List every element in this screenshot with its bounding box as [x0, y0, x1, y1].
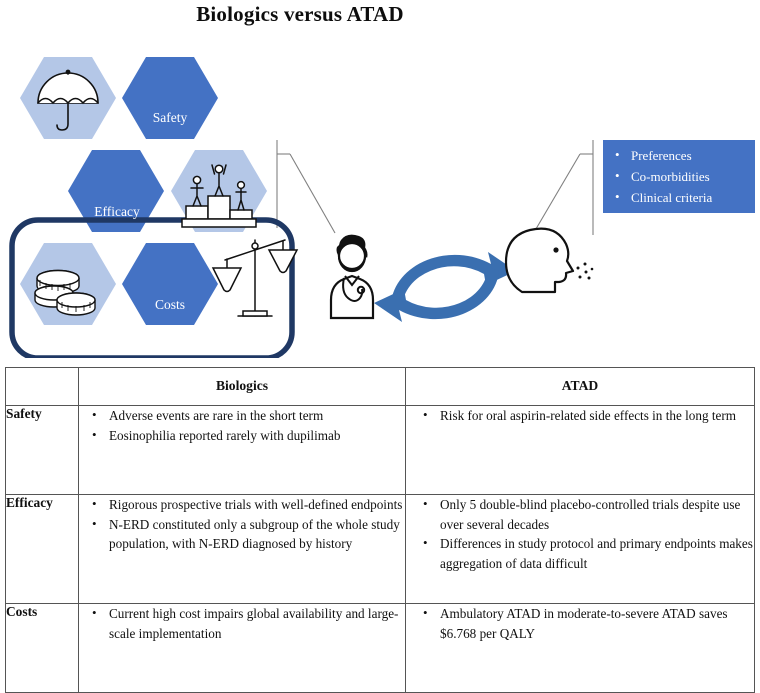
table-row: Safety Adverse events are rare in the sh… — [5, 405, 755, 495]
column-header-biologics: Biologics — [78, 367, 406, 406]
list-item: Co-morbidities — [611, 165, 751, 187]
list-item: Differences in study protocol and primar… — [423, 533, 754, 573]
cell-efficacy-biologics: Rigorous prospective trials with well-de… — [78, 494, 406, 604]
list-item: Eosinophilia reported rarely with dupili… — [92, 425, 405, 446]
row-header-efficacy: Efficacy — [5, 494, 79, 604]
list-item: Risk for oral aspirin-related side effec… — [423, 405, 754, 426]
cell-costs-biologics: Current high cost impairs global availab… — [78, 603, 406, 693]
cell-costs-atad: Ambulatory ATAD in moderate-to-severe AT… — [405, 603, 755, 693]
bullet-list: Adverse events are rare in the short ter… — [79, 405, 405, 446]
costs-highlight-box — [9, 217, 295, 358]
diagram-region: Safety Efficacy Costs — [0, 28, 760, 358]
comparison-table: Biologics ATAD Safety Adverse events are… — [5, 367, 755, 693]
list-item: N-ERD constituted only a subgroup of the… — [92, 514, 405, 554]
bullet-list: Rigorous prospective trials with well-de… — [79, 494, 405, 554]
table-row: Efficacy Rigorous prospective trials wit… — [5, 494, 755, 604]
hexagon-safety — [122, 57, 218, 139]
cell-efficacy-atad: Only 5 double-blind placebo-controlled t… — [405, 494, 755, 604]
patient-head-sneeze-icon — [504, 227, 594, 294]
leader-lines — [276, 140, 594, 235]
page-title: Biologics versus ATAD — [196, 2, 404, 26]
list-item: Rigorous prospective trials with well-de… — [92, 494, 405, 515]
cell-safety-atad: Risk for oral aspirin-related side effec… — [405, 405, 755, 495]
list-item: Clinical criteria — [611, 186, 751, 208]
list-item: Current high cost impairs global availab… — [92, 603, 405, 643]
umbrella-icon — [37, 69, 99, 131]
table-row: Costs Current high cost impairs global a… — [5, 603, 755, 693]
bullet-list: Ambulatory ATAD in moderate-to-severe AT… — [406, 603, 754, 643]
shared-decision-cycle-icon — [374, 252, 516, 322]
bullet-list: Only 5 double-blind placebo-controlled t… — [406, 494, 754, 573]
list-item: Preferences — [611, 144, 751, 166]
list-item: Adverse events are rare in the short ter… — [92, 405, 405, 426]
bullet-list: Current high cost impairs global availab… — [79, 603, 405, 643]
patient-factors-list: Preferences Co-morbidities Clinical crit… — [611, 144, 751, 208]
list-item: Only 5 double-blind placebo-controlled t… — [423, 494, 754, 534]
hexagon-costs — [122, 243, 218, 325]
row-header-safety: Safety — [5, 405, 79, 495]
hexagon-efficacy — [68, 150, 164, 232]
row-header-costs: Costs — [5, 603, 79, 693]
list-item: Ambulatory ATAD in moderate-to-severe AT… — [423, 603, 754, 643]
doctor-icon — [329, 234, 375, 320]
column-header-atad: ATAD — [405, 367, 755, 406]
column-header-blank — [5, 367, 79, 406]
bullet-list: Risk for oral aspirin-related side effec… — [406, 405, 754, 426]
right-leader-diagonal — [532, 153, 581, 235]
cell-safety-biologics: Adverse events are rare in the short ter… — [78, 405, 406, 495]
patient-factors-box: Preferences Co-morbidities Clinical crit… — [603, 140, 755, 213]
table-header-row: Biologics ATAD — [5, 367, 755, 406]
winners-podium-icon — [181, 164, 257, 228]
balance-scales-icon — [211, 239, 299, 317]
coins-icon — [34, 269, 96, 316]
diagram-graphic — [9, 57, 594, 358]
left-leader-diagonal — [289, 153, 336, 234]
